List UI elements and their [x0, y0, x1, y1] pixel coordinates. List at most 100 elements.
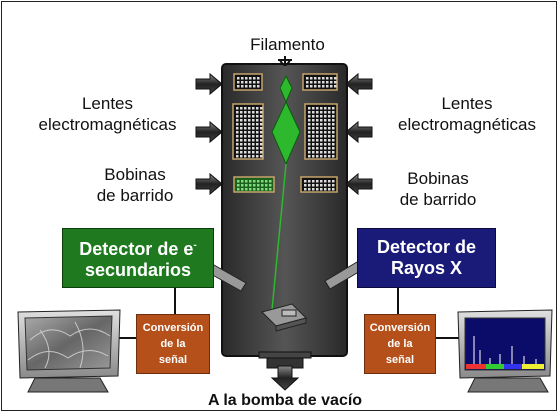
- lenses-right-line2: electromagnéticas: [398, 115, 536, 134]
- lens-winding-dot: [308, 131, 311, 134]
- lens-winding-dot: [312, 135, 315, 138]
- lens-winding-dot: [330, 77, 333, 80]
- secondary-detector-line2: secundarios: [84, 260, 192, 280]
- lens-winding-dot: [241, 180, 244, 183]
- lens-winding-dot: [256, 111, 259, 114]
- xray-detector-line2: Rayos X: [390, 258, 463, 278]
- lens-winding-dot: [332, 111, 335, 114]
- lens-winding-dot: [256, 107, 259, 110]
- xray-detector-line1: Detector de: [376, 237, 477, 257]
- lens-winding-dot: [252, 135, 255, 138]
- lens-winding-dot: [304, 184, 307, 187]
- lens-winding-dot: [320, 147, 323, 150]
- lens-winding-dot: [253, 180, 256, 183]
- lens-winding-dot: [316, 135, 319, 138]
- lens-winding-dot: [256, 115, 259, 118]
- lens-winding-dot: [332, 131, 335, 134]
- lens-winding-dot: [244, 151, 247, 154]
- lens-winding-dot: [245, 85, 248, 88]
- lens-winding-dot: [322, 77, 325, 80]
- lens-winding-dot: [308, 127, 311, 130]
- lens-winding-dot: [244, 107, 247, 110]
- lens-winding-dot: [237, 81, 240, 84]
- lens-winding-dot: [324, 119, 327, 122]
- lens-winding-dot: [328, 180, 331, 183]
- lens-winding-dot: [256, 143, 259, 146]
- lens-winding-dot: [332, 123, 335, 126]
- lens-winding-dot: [256, 119, 259, 122]
- lens-winding-dot: [324, 127, 327, 130]
- lens-winding-dot: [306, 77, 309, 80]
- lens-winding-dot: [324, 135, 327, 138]
- lens-winding-dot: [308, 180, 311, 183]
- lens-winding-dot: [320, 143, 323, 146]
- lens-winding-dot: [257, 188, 260, 191]
- lens-winding-dot: [236, 127, 239, 130]
- lens-winding-dot: [236, 107, 239, 110]
- lens-winding-dot: [252, 131, 255, 134]
- lens-winding-dot: [252, 119, 255, 122]
- filament-label: Filamento: [250, 35, 325, 54]
- lens-winding-dot: [237, 77, 240, 80]
- lens-winding-dot: [322, 85, 325, 88]
- lens-winding-dot: [236, 155, 239, 158]
- lens-winding-dot: [240, 119, 243, 122]
- arrow-coil-right: [345, 172, 373, 196]
- lens-winding-dot: [328, 111, 331, 114]
- lens-winding-dot: [260, 147, 263, 150]
- lens-winding-dot: [253, 188, 256, 191]
- lens-winding-dot: [332, 127, 335, 130]
- lens-winding-dot: [257, 77, 260, 80]
- lens-winding-dot: [260, 139, 263, 142]
- arrow-lens-right-mid: [345, 120, 373, 144]
- lens-winding-dot: [256, 123, 259, 126]
- lens-winding-dot: [308, 135, 311, 138]
- lens-winding-dot: [308, 151, 311, 154]
- lens-winding-dot: [248, 127, 251, 130]
- lens-winding-dot: [324, 131, 327, 134]
- coils-right-line1: Bobinas: [407, 169, 469, 188]
- arrow-lens-right-top: [345, 72, 373, 96]
- lens-winding-dot: [328, 119, 331, 122]
- lens-winding-dot: [240, 123, 243, 126]
- lens-winding-dot: [314, 77, 317, 80]
- lens-winding-dot: [256, 155, 259, 158]
- lens-winding-dot: [304, 188, 307, 191]
- lens-winding-dot: [330, 85, 333, 88]
- lens-winding-dot: [244, 115, 247, 118]
- lens-winding-dot: [324, 180, 327, 183]
- lens-winding-dot: [328, 135, 331, 138]
- lens-winding-dot: [256, 131, 259, 134]
- lens-winding-dot: [320, 111, 323, 114]
- lens-winding-dot: [304, 180, 307, 183]
- lens-winding-dot: [320, 131, 323, 134]
- coils-right-line2: de barrido: [399, 190, 477, 209]
- lens-winding-dot: [248, 139, 251, 142]
- lens-winding-dot: [312, 180, 315, 183]
- lens-winding-dot: [252, 111, 255, 114]
- lens-winding-dot: [332, 155, 335, 158]
- lens-winding-dot: [260, 119, 263, 122]
- lenses-left-line2: electromagnéticas: [38, 115, 177, 134]
- lens-winding-dot: [248, 131, 251, 134]
- lens-winding-dot: [240, 127, 243, 130]
- lens-winding-dot: [240, 143, 243, 146]
- lens-winding-dot: [252, 143, 255, 146]
- lens-winding-dot: [312, 107, 315, 110]
- lenses-right-label: Lentes electromagnéticas: [378, 93, 556, 135]
- lens-winding-dot: [332, 180, 335, 183]
- lens-winding-dot: [310, 81, 313, 84]
- lens-winding-dot: [334, 77, 337, 80]
- lens-winding-dot: [312, 147, 315, 150]
- lens-winding-dot: [260, 155, 263, 158]
- lens-winding-dot: [241, 85, 244, 88]
- lens-winding-dot: [312, 111, 315, 114]
- lens-winding-dot: [236, 111, 239, 114]
- lens-winding-dot: [236, 131, 239, 134]
- lens-winding-dot: [316, 111, 319, 114]
- lens-winding-dot: [334, 85, 337, 88]
- lens-winding-dot: [324, 184, 327, 187]
- lens-winding-dot: [248, 123, 251, 126]
- lens-winding-dot: [320, 155, 323, 158]
- lens-winding-dot: [261, 184, 264, 187]
